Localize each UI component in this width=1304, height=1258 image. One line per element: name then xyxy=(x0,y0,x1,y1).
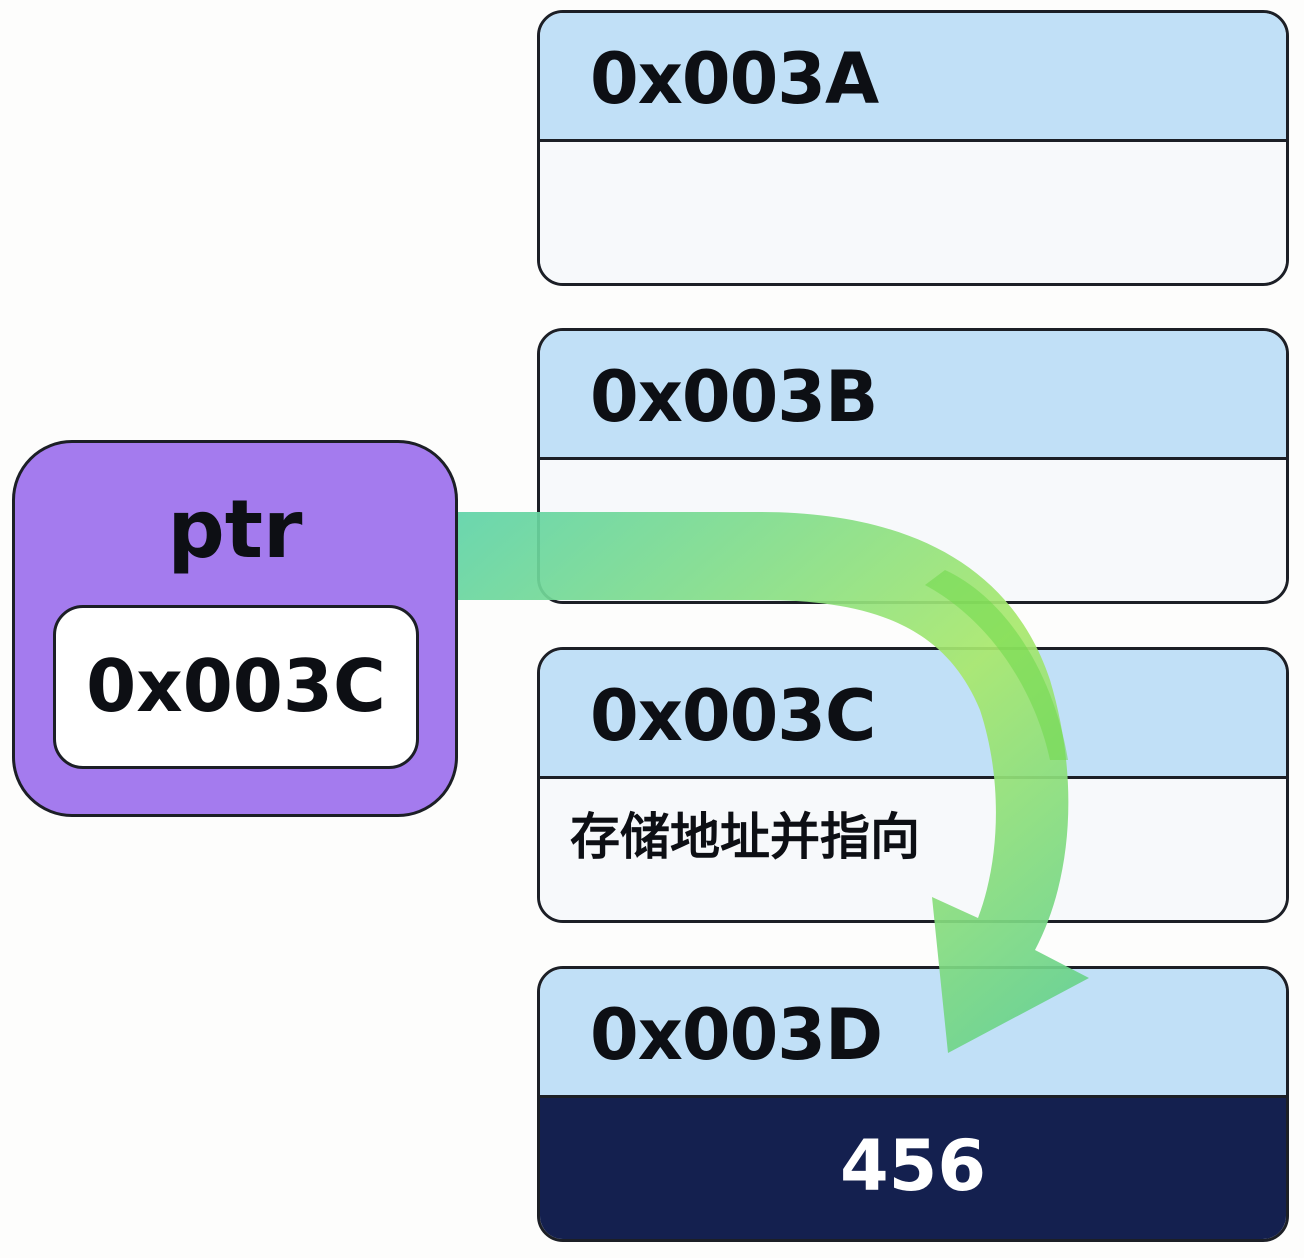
pointer-variable-box: ptr 0x003C xyxy=(12,440,458,817)
memory-cell-value-body: 456 xyxy=(540,1098,1286,1239)
memory-address-label: 0x003C xyxy=(590,675,876,757)
memory-cell-value: 456 xyxy=(839,1125,987,1207)
memory-cell-content: 存储地址并指向 xyxy=(570,808,920,866)
memory-cell-body xyxy=(540,142,1286,283)
memory-address-label: 0x003D xyxy=(590,994,883,1076)
memory-address-label: 0x003A xyxy=(590,38,879,120)
memory-cell-0x003c: 0x003C 存储地址并指向 xyxy=(537,647,1289,923)
memory-cell-header: 0x003C xyxy=(540,650,1286,779)
memory-cell-header: 0x003D xyxy=(540,969,1286,1098)
pointer-name: ptr xyxy=(167,483,303,576)
memory-cell-0x003a: 0x003A xyxy=(537,10,1289,286)
memory-cell-0x003b: 0x003B xyxy=(537,328,1289,604)
memory-address-label: 0x003B xyxy=(590,356,878,438)
memory-cell-header: 0x003A xyxy=(540,13,1286,142)
pointer-value-box: 0x003C xyxy=(53,605,419,769)
memory-cell-0x003d: 0x003D 456 xyxy=(537,966,1289,1242)
memory-cell-body xyxy=(540,460,1286,601)
pointer-value: 0x003C xyxy=(86,644,386,728)
memory-cell-header: 0x003B xyxy=(540,331,1286,460)
memory-cell-body: 存储地址并指向 xyxy=(540,779,1286,920)
